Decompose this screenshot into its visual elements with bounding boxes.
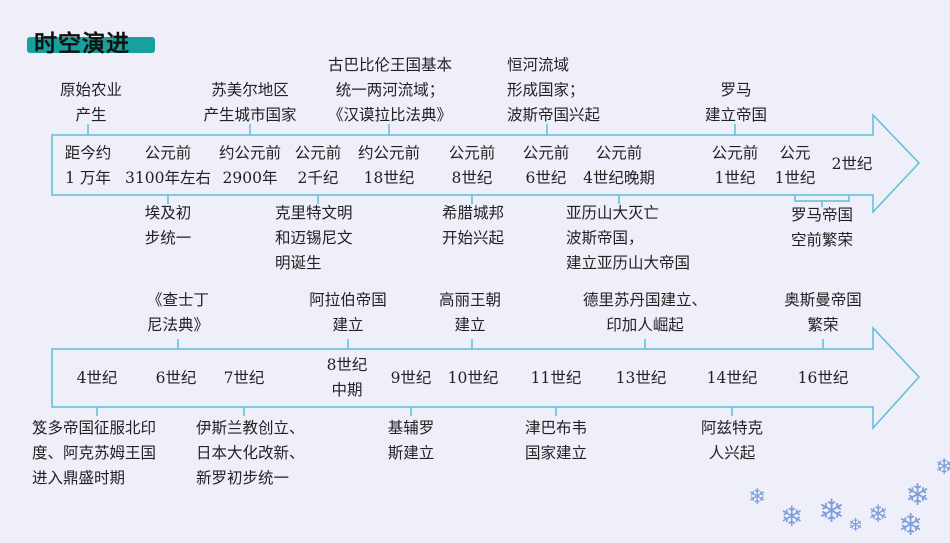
date-label: 13世纪 [615,369,667,387]
event-label: 阿拉伯帝国建立 [309,291,387,334]
snowflake-icon: ❄ [935,455,950,480]
event-label: 罗马建立帝国 [704,81,768,124]
event-label: 伊斯兰教创立、日本大化改新、新罗初步统一 [196,419,305,487]
snowflake-icon: ❄ [748,485,767,510]
snowflake-icon: ❄ [898,508,924,543]
event-label: 基辅罗斯建立 [387,419,435,462]
snowflake-icon: ❄ [818,492,845,530]
timeline-arrow-1 [51,113,921,214]
timeline-arrow-2 [51,326,921,430]
event-label: 亚历山大灭亡波斯帝国，建立亚历山大帝国 [566,204,691,272]
event-label: 笈多帝国征服北印度、阿克苏姆王国进入鼎盛时期 [32,419,157,487]
date-label: 2世纪 [831,155,873,173]
date-label: 14世纪 [706,369,758,387]
date-label: 10世纪 [447,369,499,387]
event-label: 奥斯曼帝国繁荣 [784,291,862,334]
event-label: 高丽王朝建立 [438,291,502,334]
title-highlight [27,37,155,53]
snowflake-icon: ❄ [848,515,864,536]
snowflake-icon: ❄ [868,500,889,528]
date-label: 11世纪 [530,369,582,387]
date-label: 9世纪 [390,369,432,387]
date-label: 6世纪 [155,369,197,387]
snowflake-icon: ❄ [780,500,804,533]
event-label: 希腊城邦开始兴起 [441,204,505,247]
event-label: 《查士丁尼法典》 [146,291,210,334]
event-label: 原始农业产生 [59,81,123,124]
event-label: 德里苏丹国建立、印加人崛起 [582,291,708,334]
event-label: 罗马帝国空前繁荣 [790,206,854,249]
event-label: 津巴布韦国家建立 [524,419,588,462]
date-label: 16世纪 [797,369,849,387]
section-title: 时空演进 [34,31,130,57]
event-label: 古巴比伦王国基本统一两河流域；《汉谟拉比法典》 [327,56,453,124]
date-label: 4世纪 [76,369,118,387]
snowflake-icon: ❄ [905,478,931,513]
event-label: 苏美尔地区产生城市国家 [203,81,297,124]
event-label: 埃及初步统一 [144,204,192,247]
event-label: 阿兹特克人兴起 [700,419,764,462]
event-label: 克里特文明和迈锡尼文明诞生 [275,204,353,272]
event-label: 恒河流域形成国家；波斯帝国兴起 [507,56,601,124]
date-label: 8世纪中期 [326,356,368,399]
date-label: 7世纪 [223,369,265,387]
tick-marks [87,124,850,416]
